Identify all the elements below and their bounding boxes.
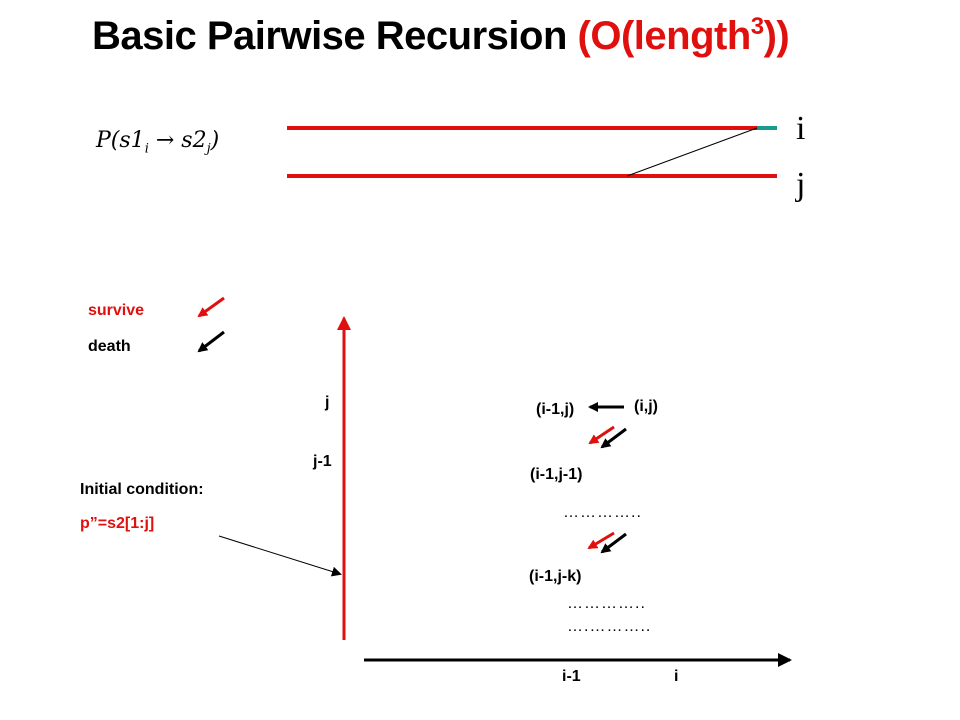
complexity-close: )) bbox=[763, 14, 790, 58]
complexity-open: (O(length bbox=[577, 14, 752, 58]
cell-i-minus-1-j-minus-k: (i-1,j-k) bbox=[529, 568, 582, 585]
sequence-label-i: i bbox=[796, 110, 806, 147]
cell-i-minus-1-j-minus-1: (i-1,j-1) bbox=[530, 466, 583, 483]
y-axis-label-j-minus-1: j-1 bbox=[313, 453, 332, 470]
formula-arrow: → s2 bbox=[148, 128, 207, 153]
arrow-survive-diag-1 bbox=[588, 425, 615, 445]
ellipsis-1: ………….. bbox=[563, 504, 642, 521]
title-complexity: (O(length3)) bbox=[578, 14, 790, 58]
initial-condition-pointer bbox=[218, 535, 342, 577]
death-arrow bbox=[197, 330, 225, 353]
survive-arrow bbox=[197, 296, 225, 318]
title-text: Basic Pairwise Recursion bbox=[92, 14, 578, 58]
formula-prefix: P(s1 bbox=[96, 128, 145, 153]
formula-sub-i: i bbox=[144, 141, 149, 157]
initial-condition-value: p”=s2[1:j] bbox=[80, 515, 155, 532]
legend-death-label: death bbox=[88, 338, 131, 355]
formula-sub-j: j bbox=[206, 141, 211, 157]
arrow-survive-diag-2 bbox=[587, 531, 615, 550]
arrow-death-diag-2 bbox=[600, 532, 627, 554]
alignment-connector bbox=[626, 127, 758, 177]
x-axis-label-i: i bbox=[674, 668, 679, 685]
ellipsis-3: ….……….. bbox=[567, 618, 652, 635]
x-axis-label-i-minus-1: i-1 bbox=[562, 668, 581, 685]
cell-i-j: (i,j) bbox=[634, 398, 658, 415]
initial-condition-label: Initial condition: bbox=[80, 481, 204, 498]
ellipsis-2: ………….. bbox=[567, 595, 646, 612]
y-axis-label-j: j bbox=[325, 394, 330, 411]
complexity-exponent: 3 bbox=[750, 13, 764, 40]
legend-survive-label: survive bbox=[88, 302, 145, 319]
sequence-label-j: j bbox=[796, 166, 806, 203]
probability-formula: P(s1i → s2j) bbox=[96, 128, 219, 156]
arrow-death-diag-1 bbox=[600, 427, 627, 449]
slide-title: Basic Pairwise Recursion (O(length3)) bbox=[92, 14, 790, 59]
formula-suffix: ) bbox=[210, 128, 220, 153]
cell-i-minus-1-j: (i-1,j) bbox=[536, 401, 575, 418]
